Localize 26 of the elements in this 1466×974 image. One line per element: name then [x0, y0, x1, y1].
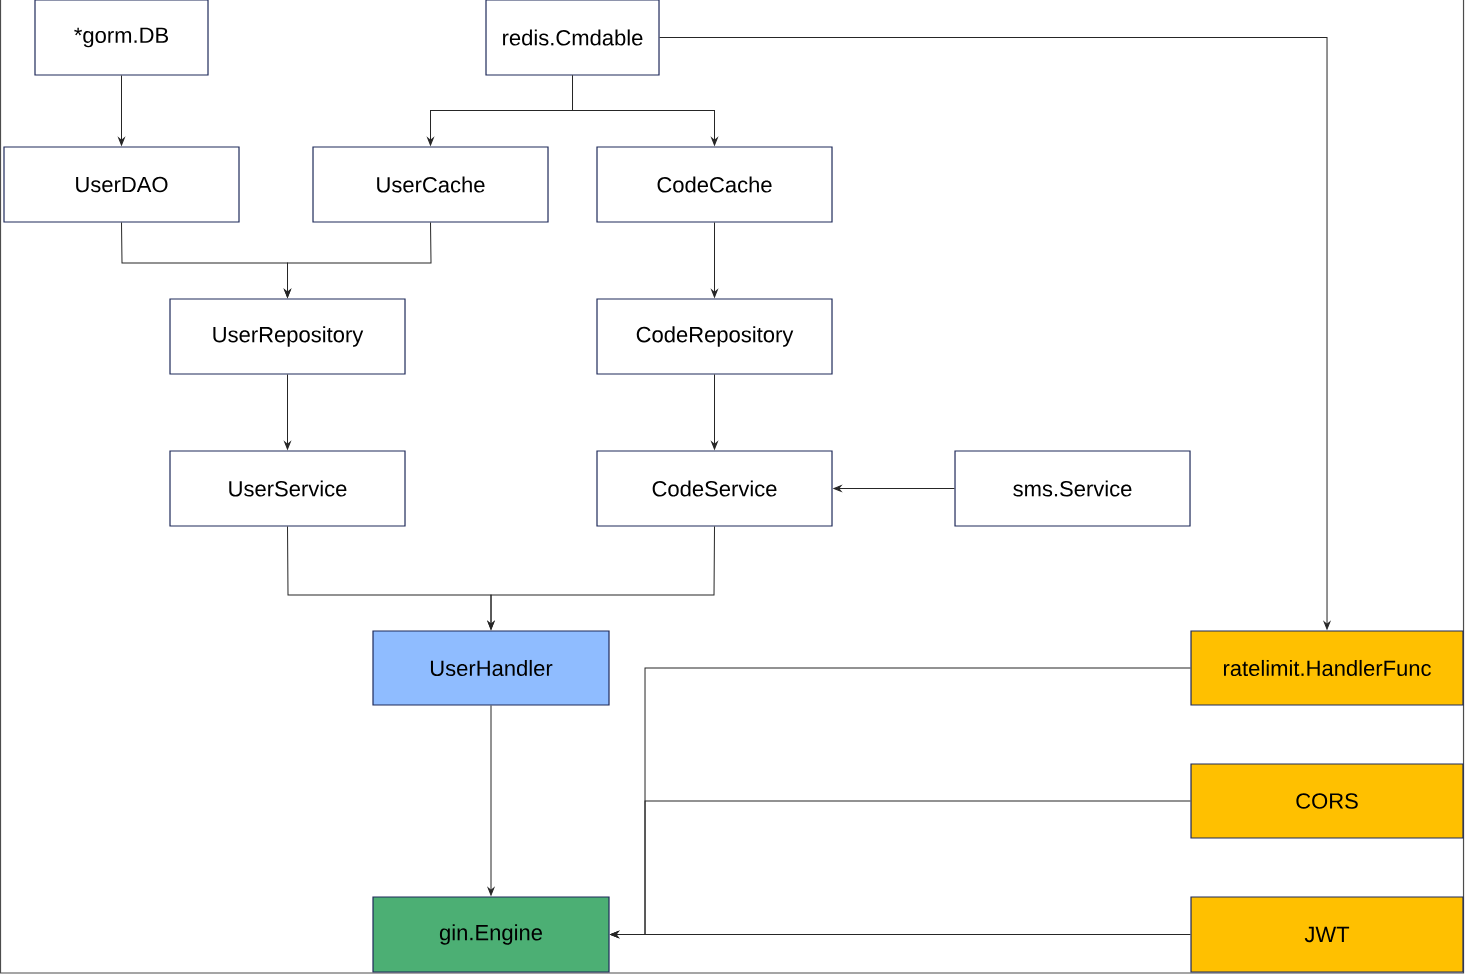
node-box: UserService: [169, 450, 406, 527]
arrow: [572, 75, 718, 146]
node-box: UserRepository: [169, 298, 406, 375]
arrow: [487, 705, 495, 896]
arrow: [118, 75, 125, 146]
arrow: [284, 222, 432, 298]
arrow: [711, 374, 718, 450]
node-box: CodeService: [596, 450, 833, 527]
arrow: [711, 222, 718, 298]
arrow: [487, 526, 715, 630]
node-box: UserDAO: [3, 146, 240, 223]
node-box: UserHandler: [372, 630, 610, 706]
node-box: *gorm.DB: [34, 0, 209, 76]
node-box: JWT: [1190, 896, 1464, 973]
node-box: ratelimit.HandlerFunc: [1190, 630, 1464, 706]
arrow: [610, 931, 1191, 938]
node-box: CodeCache: [596, 146, 833, 223]
node-box: redis.Cmdable: [485, 0, 660, 76]
arrow: [284, 374, 291, 450]
node-box: gin.Engine: [372, 896, 610, 973]
arrow: [833, 485, 955, 492]
node-box: CORS: [1190, 763, 1464, 839]
arrow: [659, 37, 1331, 630]
node-box: UserCache: [312, 146, 549, 223]
node-box: sms.Service: [954, 450, 1191, 527]
node-box: CodeRepository: [596, 298, 833, 375]
